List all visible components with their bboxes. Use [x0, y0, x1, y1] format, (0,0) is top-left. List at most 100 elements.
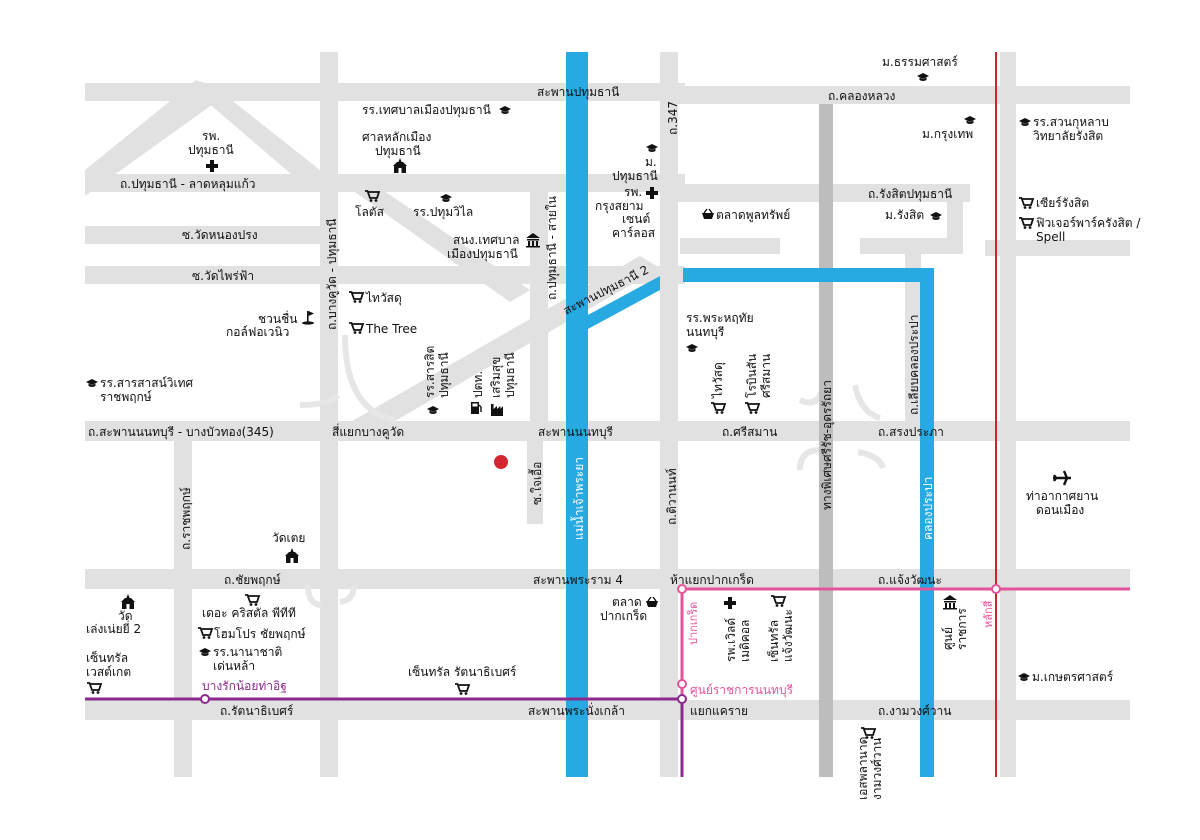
poi-airport-1: ท่าอากาศยาน: [1026, 489, 1098, 503]
school-icon: [86, 379, 98, 387]
poi-chuan-chuen-1: ชวนชื่น: [258, 310, 297, 326]
poi-rr-nanachat-2: เด่นหล้า: [213, 659, 255, 673]
poi-rp-bangkok-2: กรุงสยาม: [595, 199, 644, 214]
school-icon: [427, 406, 439, 414]
poi-future-park-1: ฟิวเจอร์พาร์ครังสิต /: [1036, 216, 1141, 230]
poi-rp-bangkok-3: เซนต์: [622, 212, 650, 226]
poi-the-tree: The Tree: [365, 322, 417, 336]
vertical-road-labels: ถ.347 ถ.บางคูวัด - ปทุมธานี ถ.ปทุมธานี -…: [179, 101, 935, 550]
school-icon: [499, 106, 511, 114]
shopping-cart-icon: [744, 402, 760, 415]
station-ha-yaek-pak-kret: [677, 584, 687, 594]
transit-labels: ปากเกร็ด หลักสี่ ศูนย์ราชการนนทบุรี บางร…: [202, 600, 995, 698]
school-icon: [964, 116, 976, 124]
poi-chuan-chuen-2: กอล์ฟอเวนิว: [226, 325, 289, 339]
label-rangsit-pathum: ถ.รังสิตปทุมธานี: [868, 187, 952, 202]
station-yaek-nonthaburi-1: [677, 694, 687, 704]
fuel-station-icon: [470, 401, 482, 415]
label-khlong-prapa: คลองประปา: [921, 477, 935, 540]
school-icon: [917, 73, 929, 81]
poi-rp-bangkok-1: รพ.: [624, 185, 642, 199]
poi-rr-saratit-1: รร.สารสาสน์วิเทศ: [100, 376, 194, 390]
school-icon: [440, 194, 452, 202]
poi-crystal-ptt: เดอะ คริสตัล พีทีที: [202, 606, 296, 620]
label-pink-gov-center: ศูนย์ราชการนนทบุรี: [690, 683, 794, 698]
khlong-prapa-canal: [920, 268, 934, 777]
label-si-saman: ถ.ศรีสมาน: [722, 425, 777, 439]
poi-airport-2: ดอนเมือง: [1036, 503, 1084, 517]
label-pink-lak-si: หลักสี่: [980, 600, 995, 628]
poi-homepro: โฮมโปร ชัยพฤกษ์: [214, 627, 306, 641]
poi-central-chaeng-v1: เซ็นทรัล: [766, 620, 781, 662]
poi-esplanade-v1: เอสพลานาด: [856, 737, 870, 800]
poi-rr-pathumwilai: รร.ปทุมวิไล: [413, 205, 473, 220]
poi-m-krungthep: ม.กรุงเทพ: [922, 127, 973, 142]
label-sapan-nonthaburi: สะพานนนทบุรี: [538, 425, 614, 440]
poi-m-rangsit: ม.รังสิต: [885, 208, 924, 222]
shopping-cart-icon: [244, 594, 260, 607]
shopping-cart-icon: [197, 627, 213, 640]
poi-sanong-thesaban-1: สนง.เทศบาล: [453, 233, 520, 247]
airplane-icon: [1053, 470, 1071, 486]
school-icon: [646, 144, 658, 152]
factory-icon: [491, 404, 503, 416]
poi-gov-center-v1: ศูนย์: [941, 627, 956, 650]
interchange-curves: [299, 334, 886, 608]
poi-sear-rangsit: เซียร์รังสิต: [1036, 196, 1089, 210]
transit-lines: [85, 52, 1130, 777]
label-chaeng-watthana: ถ.แจ้งวัฒนะ: [878, 573, 942, 587]
label-ha-yaek-pak-kret: ห้าแยกปากเกร็ด: [670, 572, 754, 587]
poi-central-chaeng-v2: แจ้งวัฒนะ: [781, 609, 795, 662]
label-ratchaphruek: ถ.ราชพฤกษ์: [179, 487, 193, 550]
poi-gov-center-v2: ราชการ: [955, 608, 969, 650]
poi-m-thammasat: ม.ธรรมศาสตร์: [882, 55, 958, 69]
market-icon: [701, 208, 715, 220]
poi-robinson-v2: ศรีสมาน: [759, 354, 773, 398]
poi-talad-phoonsap: ตลาดพูลทรัพย์: [716, 208, 790, 223]
label-soi-chai-uea: ซ.ใจเอื้อ: [528, 462, 544, 505]
poi-san-lak-mueang-1: ศาลหลักเมือง: [362, 130, 431, 144]
shopping-cart-icon: [454, 683, 470, 696]
poi-san-lak-mueang-2: ปทุมธานี: [375, 144, 421, 159]
poi-talad-pak-kret-2: ปากเกร็ด: [600, 608, 647, 623]
shopping-cart-icon: [86, 682, 102, 695]
poi-rr-phra-haruthai-1: รร.พระหฤทัย: [686, 311, 754, 325]
poi-rp-pathum-2: ปทุมธานี: [188, 143, 234, 158]
poi-central-rattanathibet: เซ็นทรัล รัตนาธิเบศร์: [408, 664, 517, 679]
label-pink-pak-kret: ปากเกร็ด: [686, 602, 700, 645]
label-pathum-sai-nai: ถ.ปทุมธานี - สายใน: [545, 196, 560, 300]
poi-sanong-thesaban-2: เมืองปทุมธานี: [447, 247, 518, 262]
poi-ptt: ปตท.: [471, 371, 485, 398]
poi-sermsuk-v2: ปทุมธานี: [503, 352, 518, 398]
poi-wat-toei: วัดเตย: [272, 531, 305, 545]
label-yaek-khae-rai: แยกแคราย: [690, 704, 748, 718]
poi-rp-bangkok-4: คาร์ลอส: [612, 226, 656, 240]
station-gov-center: [677, 679, 687, 689]
poi-wat-len-2: เล่งเน่ยยี่ 2: [86, 620, 141, 636]
hospital-icon: [206, 160, 218, 172]
label-expressway: ทางพิเศษศรีรัช-อุดรรัถยา: [820, 380, 835, 510]
poi-robinson-v1: โรบินสัน: [745, 354, 759, 398]
shopping-cart-icon: [348, 322, 364, 335]
pois: ม.ธรรมศาสตร์ รร.เทศบาลเมืองปทุมธานี ศาลห…: [86, 55, 1141, 800]
poi-central-west-2: เวสต์เกต: [86, 665, 131, 679]
hospital-icon: [724, 597, 736, 609]
poi-rr-sarasit-v2: ปทุมธานี: [437, 352, 452, 398]
label-sapan-pathum: สะพานปทุมธานี: [537, 85, 619, 100]
poi-talad-pak-kret-1: ตลาด: [612, 595, 642, 609]
location-marker[interactable]: [494, 455, 508, 469]
label-liap-khlong-prapa: ถ.เลียบคลองประปา: [907, 315, 921, 416]
label-song-prapa: ถ.สรงประภา: [878, 425, 944, 439]
poi-rp-world-v2: เมดิคอล: [738, 620, 752, 662]
poi-m-pathum-2: ปทุมธานี: [612, 169, 658, 184]
temple-icon: [121, 594, 135, 609]
station-lak-si: [991, 584, 1001, 594]
label-r347: ถ.347: [666, 101, 680, 135]
poi-kai-wat-sut: ไทวัสดุ: [365, 291, 402, 306]
label-purple-bang-rak-noi: บางรักน้อยท่าอิฐ: [202, 679, 287, 693]
label-river: แม่น้ำเจ้าพระยา: [570, 457, 586, 540]
label-ngam-wong-wan: ถ.งามวงศ์วาน: [878, 704, 951, 718]
poi-central-west-1: เซ็นทรัล: [86, 650, 128, 665]
shopping-cart-icon: [1018, 217, 1034, 230]
